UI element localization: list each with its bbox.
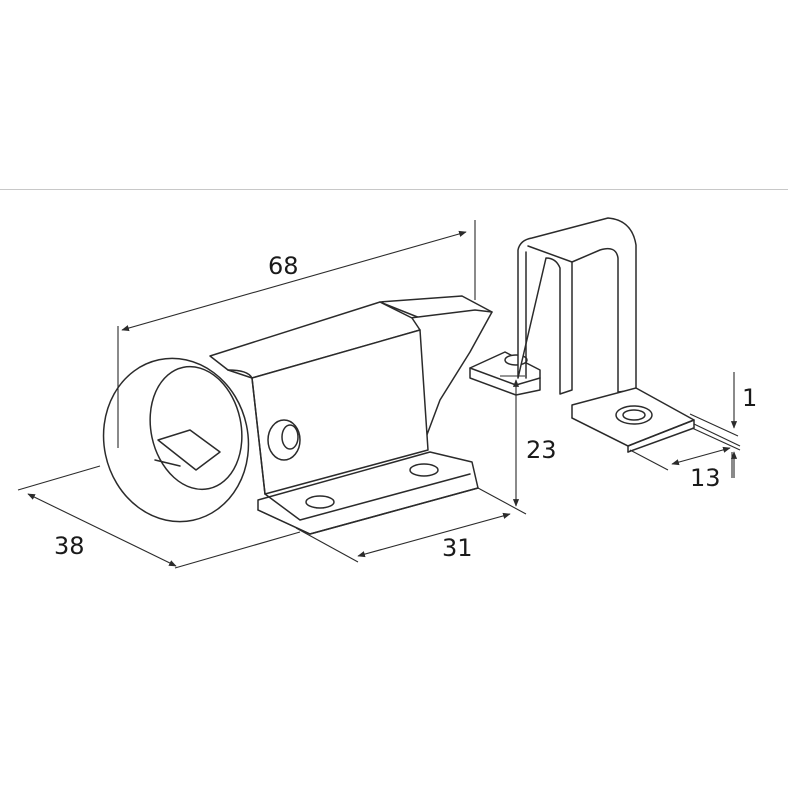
base-label: 31 [442, 534, 473, 562]
dimension-base: 31 [295, 487, 527, 563]
height-label: 23 [526, 436, 557, 464]
dimension-width: 38 [17, 465, 301, 569]
width-label: 38 [54, 532, 85, 560]
length-label: 68 [268, 252, 299, 280]
latch-body [102, 295, 493, 535]
dimension-strike-width: 13 [629, 427, 741, 492]
thickness-label: 1 [742, 384, 757, 412]
strike-plate [469, 217, 695, 453]
strike-width-label: 13 [690, 464, 721, 492]
dimension-thickness: 1 [689, 372, 757, 478]
dimension-length: 68 [117, 220, 476, 448]
top-divider [0, 189, 788, 190]
dimension-height: 23 [500, 375, 557, 507]
